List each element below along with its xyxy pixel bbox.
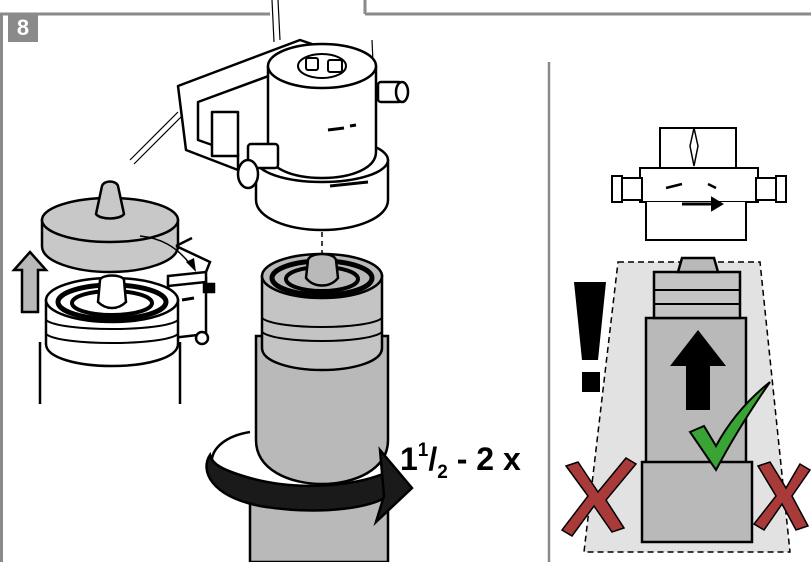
- filter-head: [176, 38, 410, 232]
- rotation-suffix: - 2 x: [447, 441, 521, 477]
- disposal-arrow: [139, 235, 191, 265]
- rotation-whole: 1: [400, 441, 418, 477]
- correct-cartridge: [640, 256, 754, 544]
- step-number-badge: 8: [8, 14, 38, 42]
- old-cartridge-cap: [40, 180, 180, 274]
- rotation-numerator: 1: [417, 440, 429, 461]
- rotation-turns-label: 11/2 - 2 x: [400, 440, 521, 484]
- disposal-arrowhead: [186, 258, 196, 272]
- rotation-slash: /: [428, 441, 438, 477]
- new-cartridge: [248, 252, 390, 562]
- cross-mark-icon: [752, 461, 811, 532]
- check-mark-icon: [688, 381, 771, 472]
- rotation-denominator: 2: [437, 462, 448, 483]
- cross-mark-icon: [560, 457, 638, 537]
- rotation-arrow-icon: [205, 430, 414, 527]
- lift-arrow-icon: [11, 250, 49, 314]
- arrow-up-icon: [670, 330, 726, 410]
- exclamation-mark-icon: [574, 282, 606, 392]
- old-cartridge: [38, 274, 182, 404]
- filter-head-front: [611, 127, 787, 241]
